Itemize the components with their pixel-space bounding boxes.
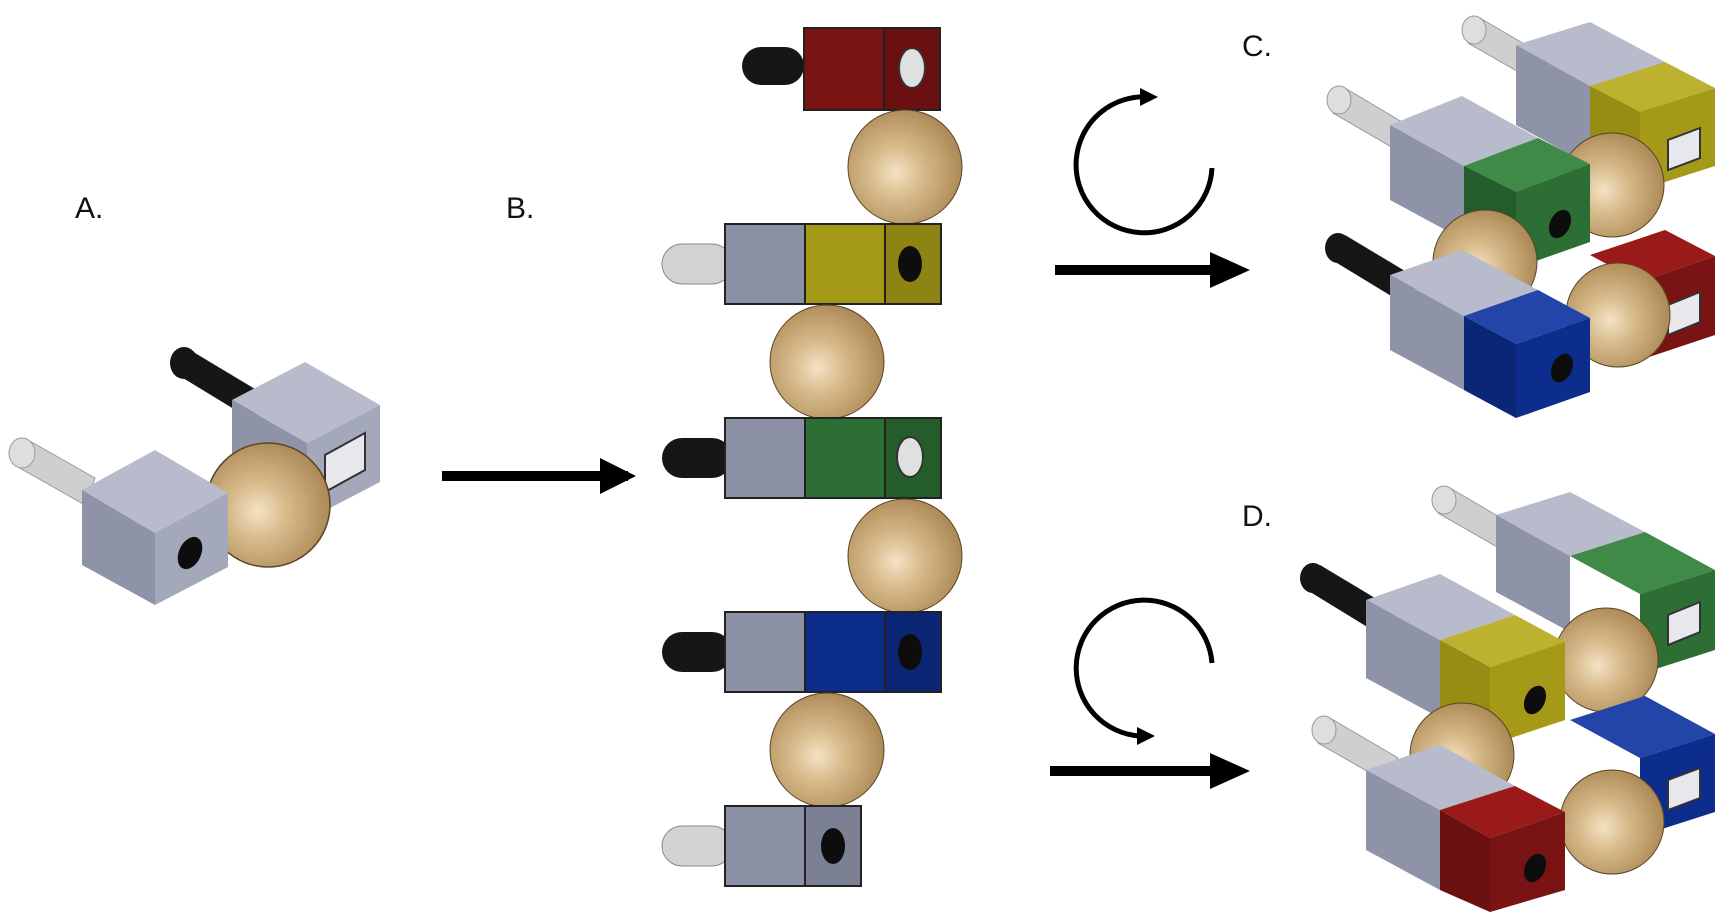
rotation-arrowhead-c	[1140, 88, 1158, 106]
panel-b-chain	[661, 27, 963, 887]
chain-module-green	[662, 417, 942, 499]
arrowhead-b-to-d	[1210, 753, 1250, 789]
rotation-arrowhead-d	[1137, 727, 1155, 745]
rotation-counterclockwise-icon	[1073, 597, 1215, 739]
panel-d-assembly	[1300, 485, 1715, 912]
panel-label-a: A.	[75, 192, 104, 225]
gray-block-front	[82, 450, 228, 605]
panel-c-assembly	[1325, 15, 1715, 418]
chain-module-gray	[661, 805, 862, 887]
chain-module-blue	[662, 611, 942, 693]
chain-sphere-2	[769, 304, 885, 420]
chain-module-red	[742, 27, 941, 111]
arrowhead-b-to-c	[1210, 252, 1250, 288]
panel-a-module	[8, 347, 380, 605]
rotation-clockwise-icon	[1073, 94, 1215, 236]
panel-label-c: C.	[1242, 30, 1272, 63]
panel-label-b: B.	[506, 192, 535, 225]
chain-module-yellow	[661, 223, 942, 305]
panel-label-d: D.	[1242, 500, 1272, 533]
chain-sphere-1	[847, 109, 963, 225]
chain-sphere-4	[769, 692, 885, 808]
arrowhead-a-to-b	[600, 458, 636, 494]
chain-sphere-3	[847, 498, 963, 614]
